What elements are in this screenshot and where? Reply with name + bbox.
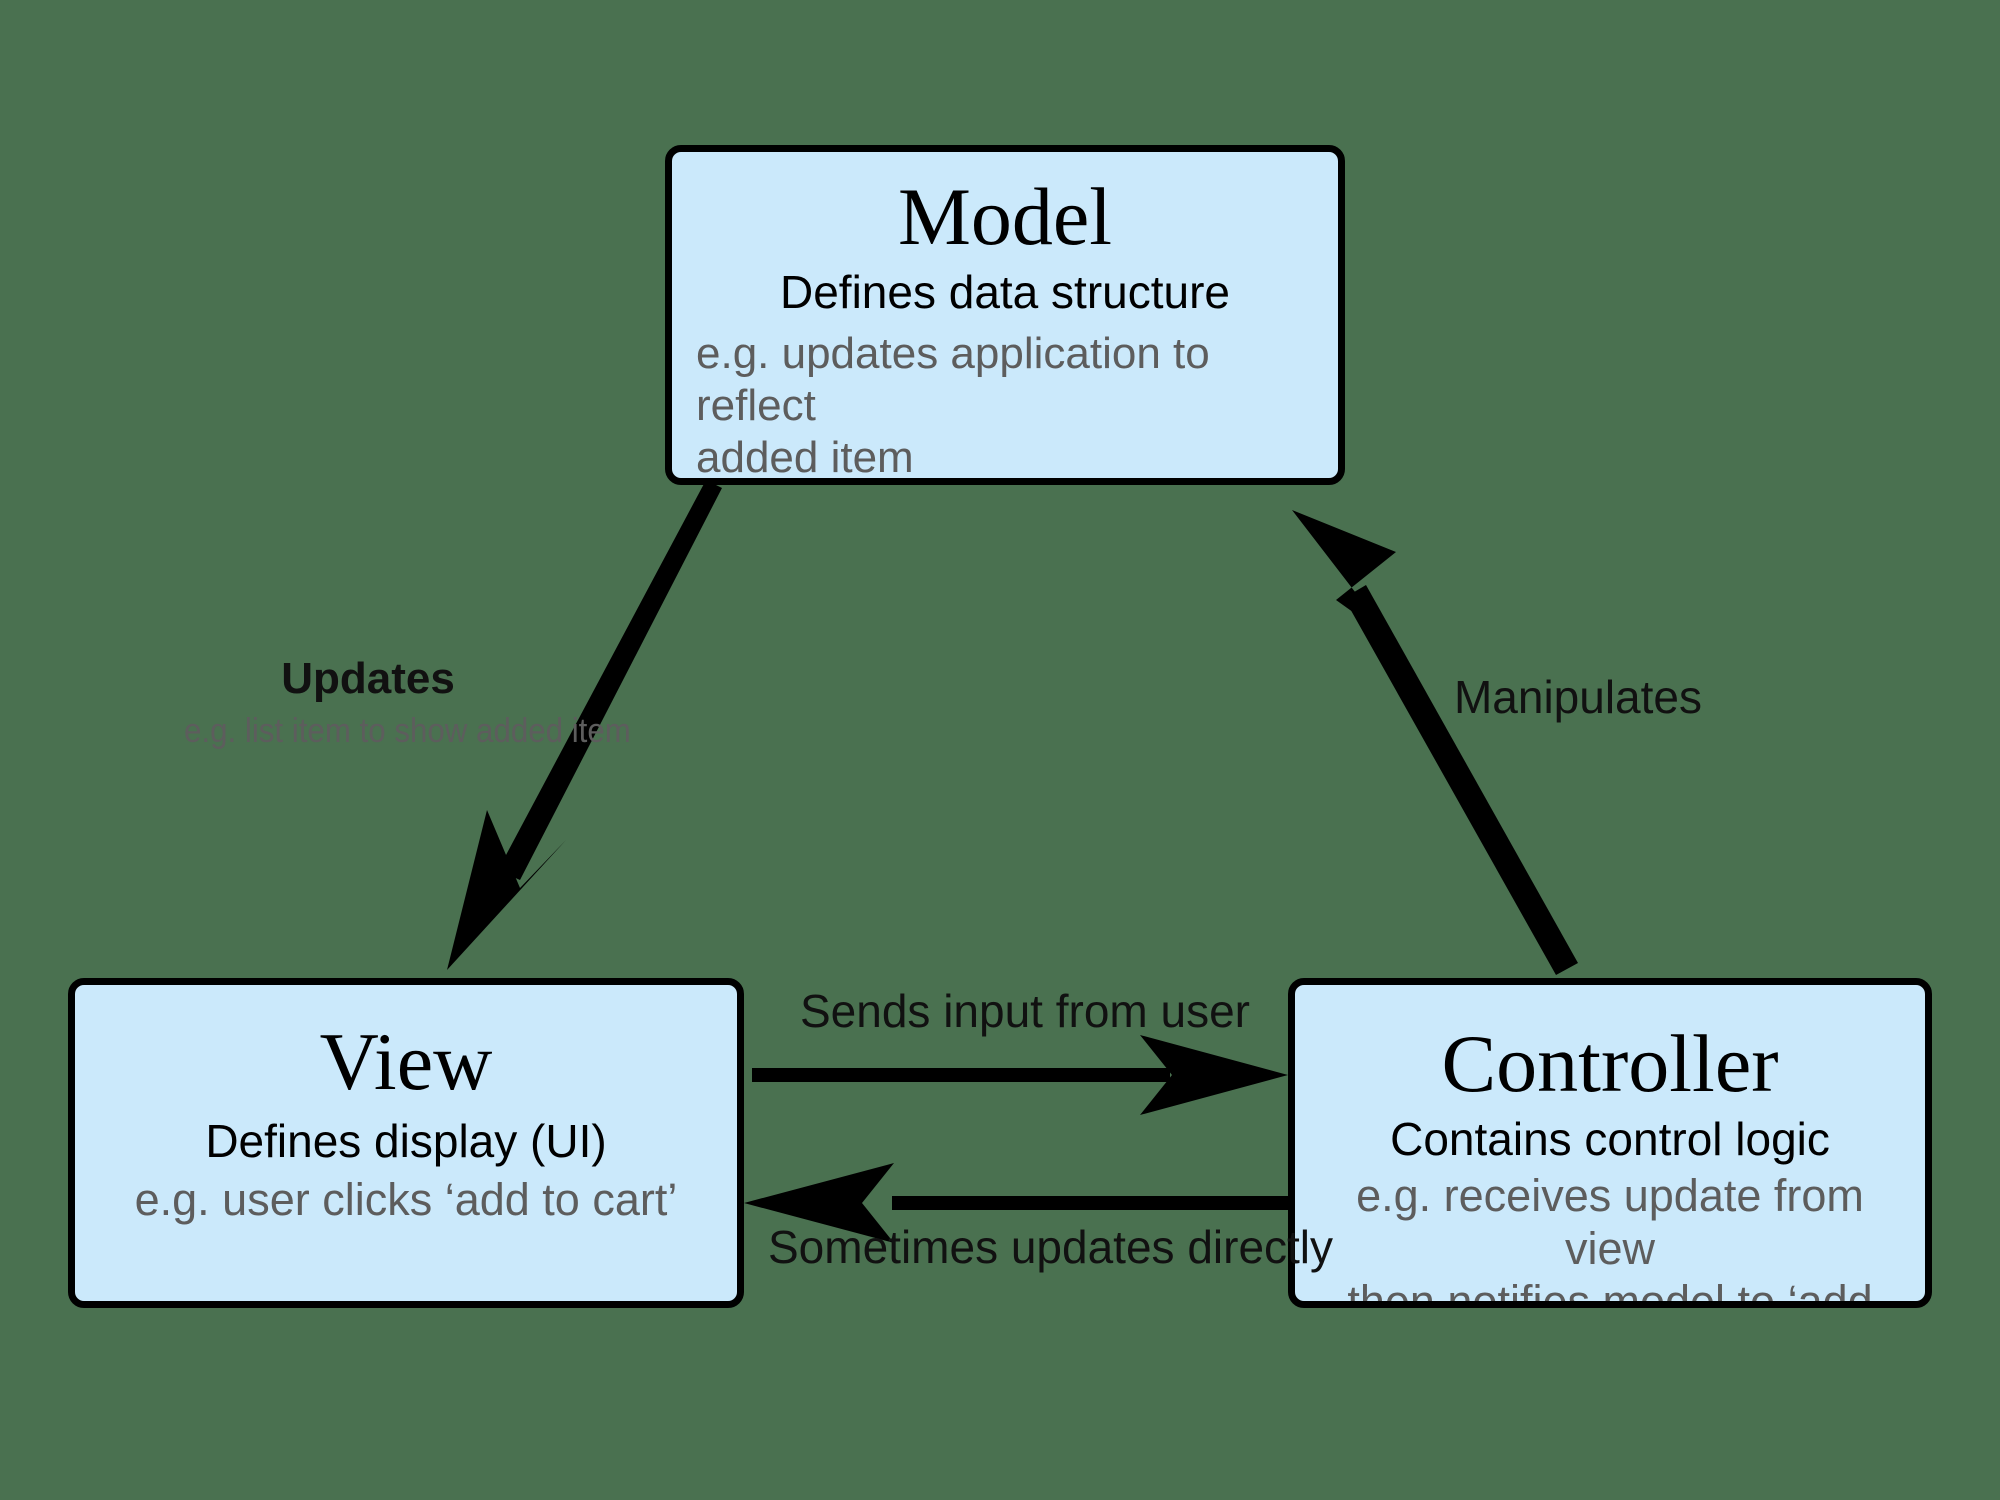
edge-label-manipulates: Manipulates bbox=[1428, 672, 1728, 723]
edge-label-sometimes-updates: Sometimes updates directly bbox=[768, 1221, 1334, 1273]
arrow-view-to-controller bbox=[752, 1035, 1288, 1115]
node-model-example-line2: added item bbox=[696, 433, 914, 483]
edge-label-manipulates-main: Manipulates bbox=[1453, 671, 1703, 723]
node-view-subtitle: Defines display (UI) bbox=[205, 1115, 607, 1167]
node-view-example: e.g. user clicks ‘add to cart’ bbox=[134, 1174, 678, 1226]
node-model-subtitle: Defines data structure bbox=[779, 266, 1230, 318]
edge-label-updates-sub: e.g. list item to show added item bbox=[184, 712, 631, 751]
node-view-title: View bbox=[319, 1016, 493, 1107]
node-view[interactable]: View Defines display (UI) e.g. user clic… bbox=[68, 978, 744, 1308]
arrow-controller-to-model bbox=[1292, 510, 1578, 975]
edge-label-updates-main: Updates bbox=[281, 654, 455, 703]
edge-label-sometimes-updates-main: Sometimes updates directly bbox=[768, 1221, 1334, 1273]
node-model-title: Model bbox=[897, 171, 1113, 262]
node-controller-example-line2: then notifies model to ‘add item’ bbox=[1347, 1276, 1873, 1308]
node-model-example: e.g. updates application to reflect adde… bbox=[692, 328, 1318, 483]
node-controller-subtitle: Contains control logic bbox=[1390, 1113, 1830, 1165]
edge-label-sends-input: Sends input from user bbox=[800, 985, 1251, 1037]
node-model-example-line1: e.g. updates application to reflect bbox=[696, 329, 1210, 431]
node-controller-title: Controller bbox=[1441, 1018, 1779, 1109]
node-model[interactable]: Model Defines data structure e.g. update… bbox=[665, 145, 1345, 485]
edge-label-updates: Updates e.g. list item to show added ite… bbox=[168, 654, 631, 752]
edge-label-sends-input-main: Sends input from user bbox=[800, 985, 1251, 1037]
node-controller-example-line1: e.g. receives update from view bbox=[1356, 1170, 1864, 1275]
node-controller[interactable]: Controller Contains control logic e.g. r… bbox=[1288, 978, 1932, 1308]
